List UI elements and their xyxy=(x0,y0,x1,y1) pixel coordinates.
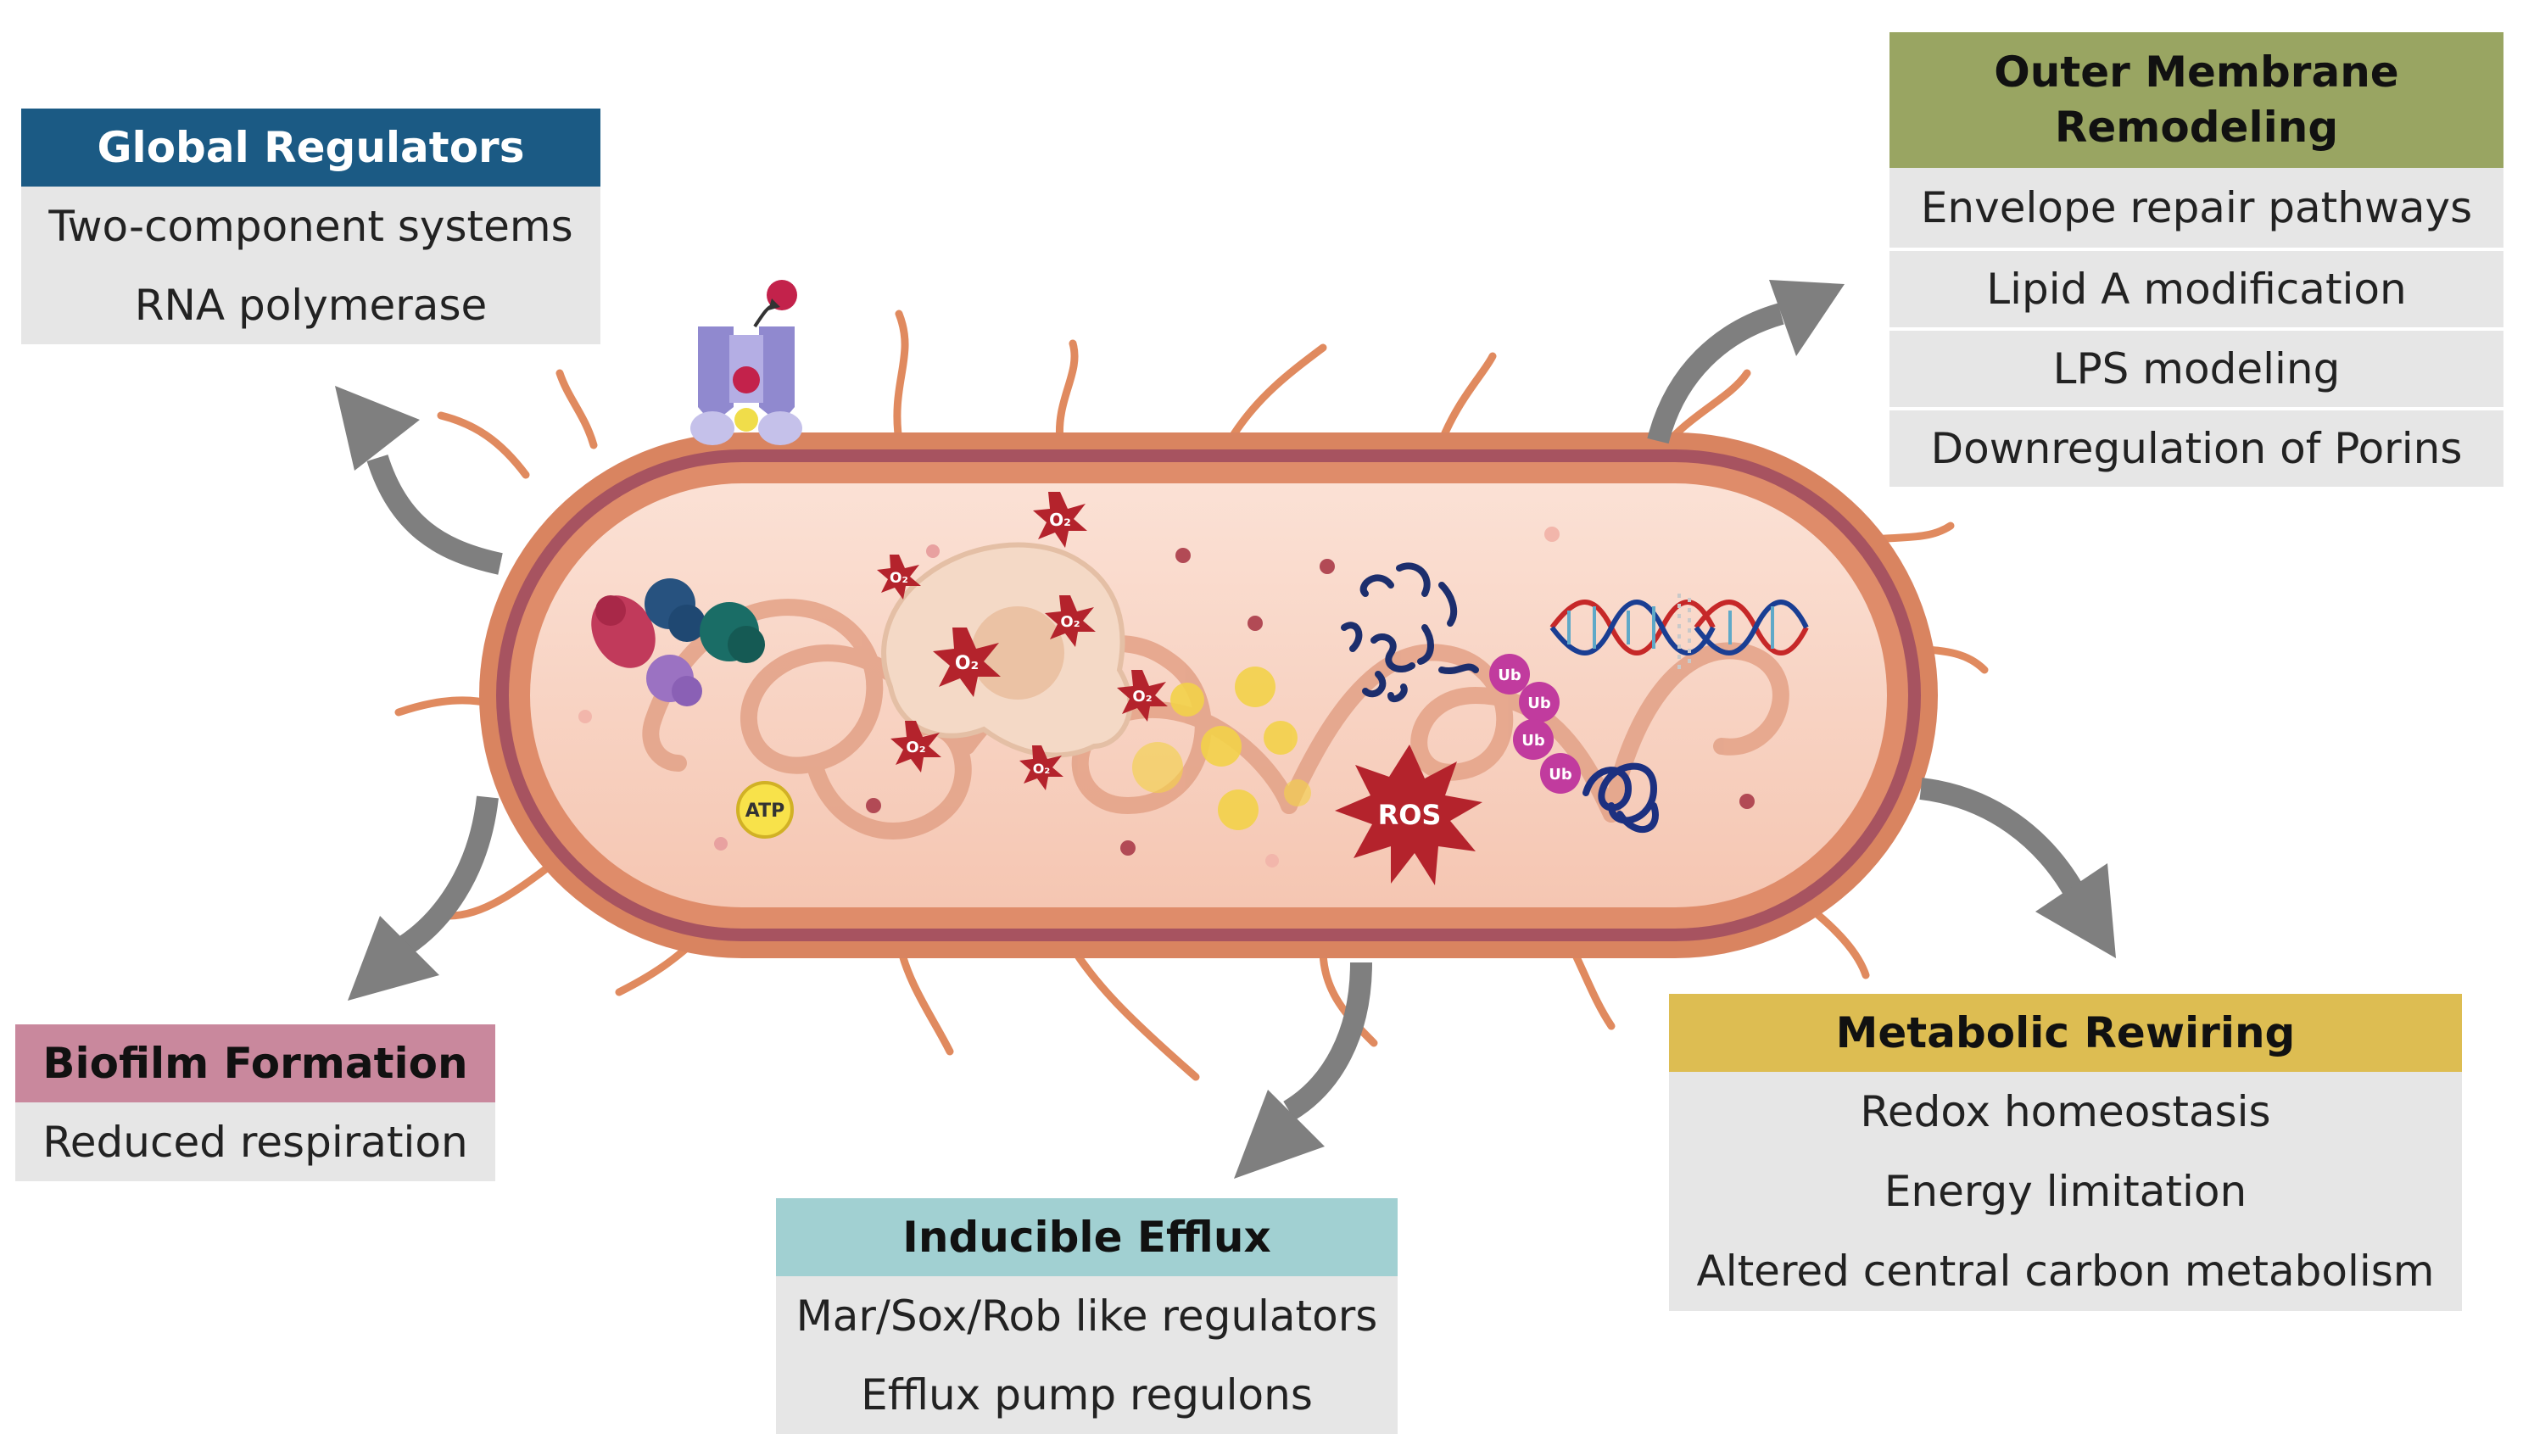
o2-label: O₂ xyxy=(1132,688,1152,706)
inducible-efflux-title: Inducible Efflux xyxy=(776,1198,1398,1276)
ub-label: Ub xyxy=(1549,766,1572,784)
arrow-to-global-regulators xyxy=(335,386,503,575)
metabolic-rewiring-title: Metabolic Rewiring xyxy=(1669,994,2462,1072)
o2-label: O₂ xyxy=(1060,613,1080,631)
outer-membrane-box: Outer Membrane Remodeling Envelope repai… xyxy=(1889,32,2503,487)
outer-membrane-item: LPS modeling xyxy=(1889,327,2503,407)
ros-label: ROS xyxy=(1378,799,1442,831)
pathway-arrows xyxy=(335,280,2116,1179)
outer-membrane-item: Envelope repair pathways xyxy=(1920,183,2473,232)
biofilm-formation-item: Reduced respiration xyxy=(42,1117,468,1167)
arrow-to-outer-membrane xyxy=(1647,280,1845,444)
global-regulators-item: Two-component systems xyxy=(48,201,573,251)
cytoplasm-dots xyxy=(578,527,1755,867)
dna-double-helix xyxy=(1549,594,1809,670)
global-regulators-box: Global Regulators Two-component systems … xyxy=(21,109,600,344)
o2-radicals: O₂ O₂ O₂ O₂ O₂ O₂ O₂ xyxy=(877,492,1168,790)
ub-label: Ub xyxy=(1521,732,1545,750)
outer-membrane-item: Downregulation of Porins xyxy=(1889,407,2503,487)
lipid-droplets xyxy=(1132,667,1311,830)
inducible-efflux-box: Inducible Efflux Mar/Sox/Rob like regula… xyxy=(776,1198,1398,1434)
inducible-efflux-item: Efflux pump regulons xyxy=(861,1370,1313,1420)
o2-label: O₂ xyxy=(955,653,979,674)
metabolic-rewiring-box: Metabolic Rewiring Redox homeostasis Ene… xyxy=(1669,994,2462,1311)
outer-membrane-title-line1: Outer Membrane xyxy=(1994,47,2399,97)
arrow-to-biofilm xyxy=(348,795,499,1001)
o2-label: O₂ xyxy=(1049,510,1071,530)
o2-label: O₂ xyxy=(890,570,908,587)
atp-molecule: ATP xyxy=(736,781,794,839)
protein-aggregates xyxy=(591,578,765,706)
global-regulators-title: Global Regulators xyxy=(21,109,600,187)
ubiquitin-chain: Ub Ub Ub Ub xyxy=(1489,654,1581,794)
metabolic-rewiring-item: Altered central carbon metabolism xyxy=(1696,1247,2435,1296)
outer-membrane-title: Outer Membrane Remodeling xyxy=(1889,32,2503,168)
efflux-pump xyxy=(690,280,802,445)
metabolic-rewiring-item: Energy limitation xyxy=(1884,1167,2247,1216)
biofilm-formation-title: Biofilm Formation xyxy=(15,1024,495,1102)
outer-membrane-item: Lipid A modification xyxy=(1889,248,2503,327)
fragmented-dna xyxy=(1341,562,1479,703)
biofilm-formation-box: Biofilm Formation Reduced respiration xyxy=(15,1024,495,1181)
arrow-to-efflux xyxy=(1234,962,1372,1179)
global-regulators-item: RNA polymerase xyxy=(134,280,488,330)
arrow-to-metabolic xyxy=(1919,778,2116,958)
ros-burst: ROS xyxy=(1335,745,1482,885)
ub-label: Ub xyxy=(1527,695,1551,712)
outer-membrane-title-line2: Remodeling xyxy=(2054,103,2339,152)
inducible-efflux-item: Mar/Sox/Rob like regulators xyxy=(795,1291,1378,1341)
o2-label: O₂ xyxy=(1033,761,1051,777)
atp-label: ATP xyxy=(745,801,784,822)
metabolic-rewiring-item: Redox homeostasis xyxy=(1860,1087,2271,1136)
ub-label: Ub xyxy=(1498,667,1521,684)
cell-cytoplasm xyxy=(530,483,1887,907)
o2-label: O₂ xyxy=(906,739,925,756)
misfolded-protein xyxy=(1582,762,1659,834)
